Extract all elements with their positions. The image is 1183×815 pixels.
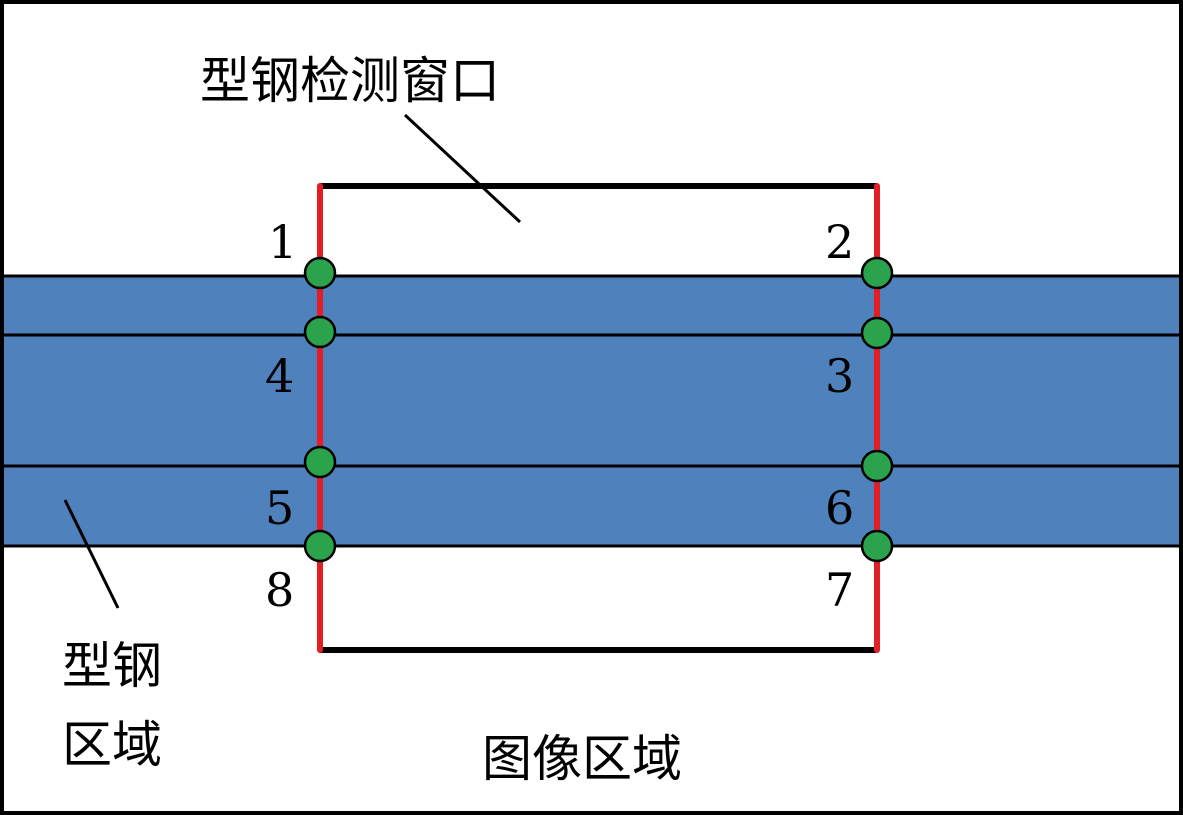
point-6 [860,449,894,483]
steel-region [4,276,1179,546]
point-label-5: 5 [265,481,294,535]
steel-edge-lines [4,274,1179,548]
point-5 [303,445,337,479]
point-7 [860,529,894,563]
point-3 [860,316,894,350]
point-label-3: 3 [825,349,854,403]
point-label-4: 4 [265,349,294,403]
window-leader-line [403,113,522,224]
image-region-label: 图像区域 [482,730,682,788]
point-label-7: 7 [825,563,854,617]
point-label-2: 2 [825,215,854,269]
steel-label-line1: 型钢 [62,637,162,695]
point-label-1: 1 [268,215,297,269]
point-8 [303,529,337,563]
point-4 [303,315,337,349]
window-title: 型钢检测窗口 [200,52,500,110]
point-2 [860,256,894,290]
point-1 [303,256,337,290]
point-label-8: 8 [265,563,294,617]
steel-label-line2: 区域 [62,716,162,774]
point-label-6: 6 [825,481,854,535]
steel-leader-line [63,499,120,609]
